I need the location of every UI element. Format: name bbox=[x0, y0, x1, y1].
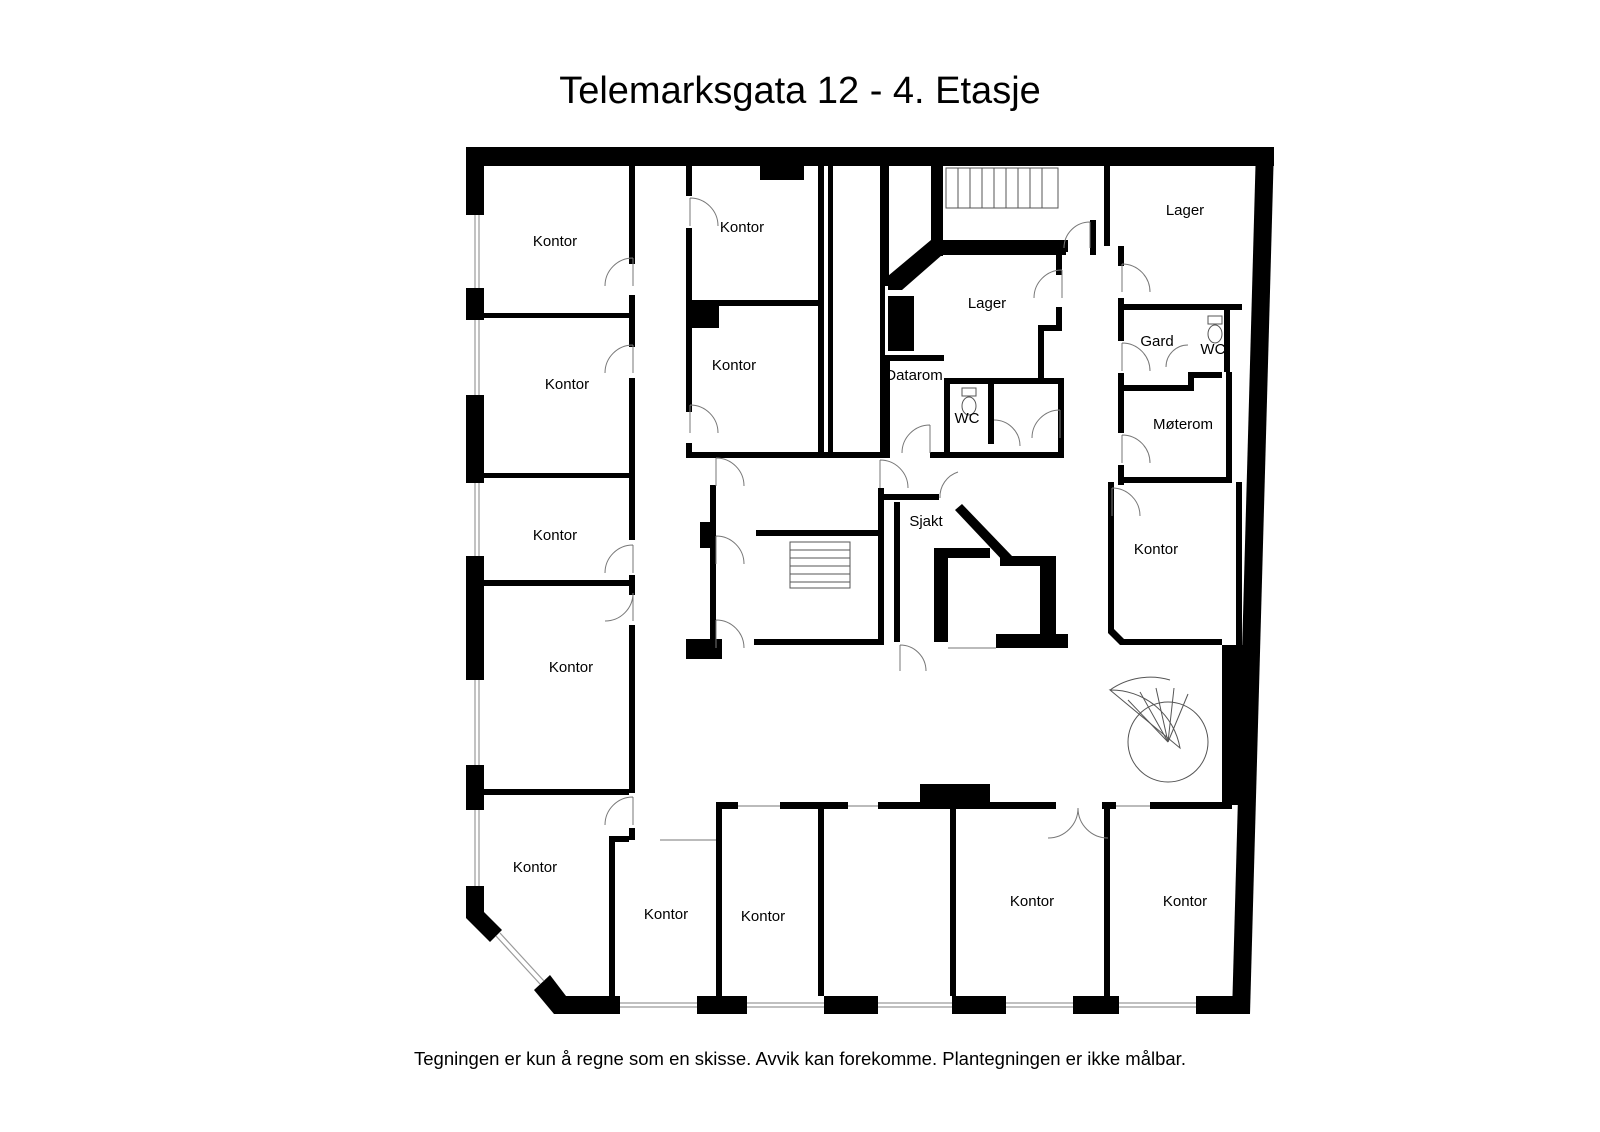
wall-left-4 bbox=[466, 556, 484, 680]
wall-bottom-a bbox=[566, 996, 620, 1014]
room-kontor-left-5: Kontor bbox=[513, 859, 557, 876]
wall-left-1 bbox=[466, 147, 484, 215]
room-lager-top-right: Lager bbox=[1166, 202, 1204, 219]
toilets bbox=[961, 315, 1223, 416]
wall-right-block bbox=[1222, 645, 1250, 805]
room-kontor-left-4: Kontor bbox=[549, 659, 593, 676]
plan-title: Telemarksgata 12 - 4. Etasje bbox=[559, 70, 1041, 112]
room-sjakt: Sjakt bbox=[909, 513, 943, 530]
stairs bbox=[789, 167, 1209, 783]
wall-corner-2 bbox=[534, 975, 566, 1014]
room-kontor-bottom-1: Kontor bbox=[644, 906, 688, 923]
room-moterom: Møterom bbox=[1153, 416, 1213, 433]
room-kontor-top-mid-1: Kontor bbox=[720, 219, 764, 236]
wall-bottom-e bbox=[1073, 996, 1119, 1014]
doors bbox=[604, 197, 1189, 841]
wall-bottom-f bbox=[1196, 996, 1246, 1014]
wall-bottom-b bbox=[697, 996, 747, 1014]
room-kontor-left-3: Kontor bbox=[533, 527, 577, 544]
wall-bottom-d bbox=[952, 996, 1006, 1014]
interior-walls bbox=[484, 166, 1242, 996]
wall-top bbox=[466, 147, 1274, 166]
room-kontor-bottom-2: Kontor bbox=[741, 908, 785, 925]
disclaimer-text: Tegningen er kun å regne som en skisse. … bbox=[414, 1048, 1186, 1069]
wall-left-3 bbox=[466, 395, 484, 483]
wall-corner-1 bbox=[466, 886, 502, 942]
room-lager-mid: Lager bbox=[968, 295, 1006, 312]
room-kontor-left-1: Kontor bbox=[533, 233, 577, 250]
room-wc-mid: WC bbox=[955, 410, 980, 427]
room-wc-right: WC. bbox=[1200, 341, 1229, 358]
room-labels: Kontor Kontor Kontor Kontor Kontor Konto… bbox=[513, 202, 1230, 925]
room-gard: Gard bbox=[1140, 333, 1173, 350]
room-kontor-bottom-4: Kontor bbox=[1163, 893, 1207, 910]
room-kontor-bottom-3: Kontor bbox=[1010, 893, 1054, 910]
wall-left-5 bbox=[466, 765, 484, 810]
wall-left-2 bbox=[466, 288, 484, 320]
wall-bottom-c bbox=[824, 996, 878, 1014]
room-kontor-left-2: Kontor bbox=[545, 376, 589, 393]
room-kontor-top-mid-2: Kontor bbox=[712, 357, 756, 374]
windows bbox=[474, 215, 1196, 1008]
room-datarom: Datarom bbox=[885, 367, 943, 384]
exterior-walls bbox=[466, 147, 1274, 1014]
room-kontor-right: Kontor bbox=[1134, 541, 1178, 558]
